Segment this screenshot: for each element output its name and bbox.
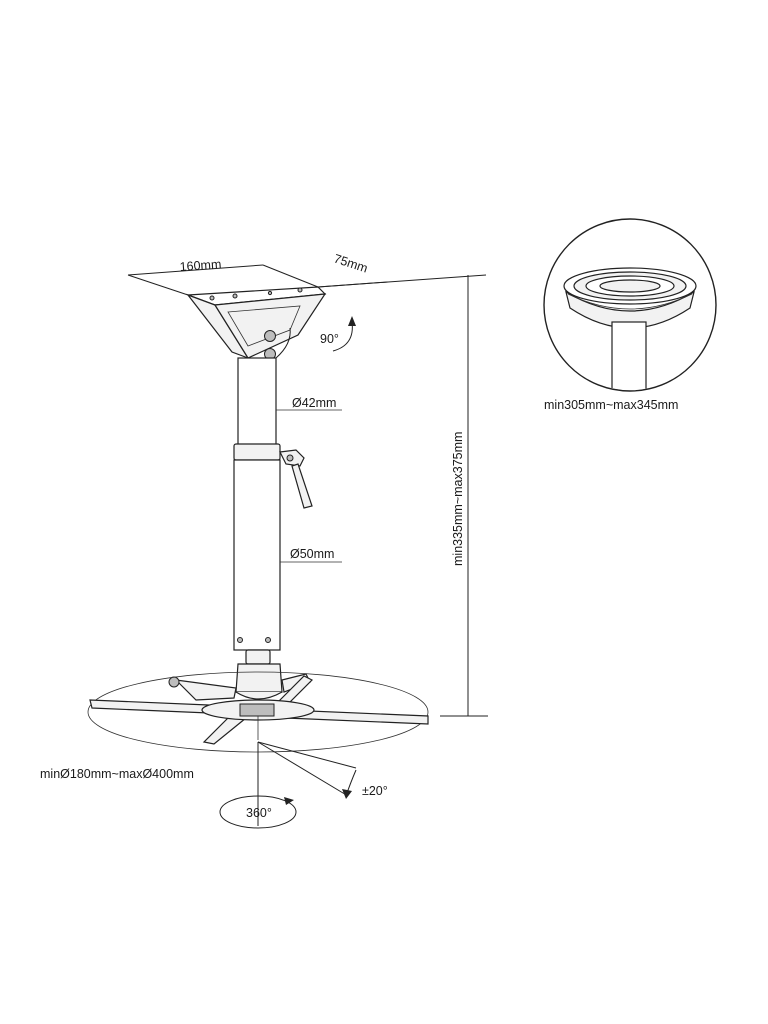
upper-tube — [237, 357, 342, 447]
angle-label: ±20° — [362, 784, 388, 798]
detail-label: min305mm~max345mm — [544, 398, 678, 412]
rotation-indicator — [219, 795, 297, 829]
ceiling-plate — [186, 286, 327, 360]
height-label: min335mm~max375mm — [451, 432, 465, 566]
swivel-head — [168, 649, 311, 701]
tilt-label: 90° — [320, 332, 339, 346]
lower-tube-label: Ø50mm — [290, 547, 334, 561]
depth-label: 75mm — [332, 252, 369, 276]
width-label: 160mm — [179, 257, 222, 274]
top-dimension-lines — [127, 264, 487, 296]
upper-tube-label: Ø42mm — [292, 396, 336, 410]
height-dimension — [440, 275, 488, 717]
detail-circle — [543, 218, 717, 392]
lower-tube — [233, 459, 342, 651]
spider-arms — [87, 671, 429, 753]
clamp-collar — [233, 443, 313, 509]
tilt-arrowhead — [348, 316, 356, 326]
rotation-label: 360° — [246, 806, 272, 820]
span-label: minØ180mm~maxØ400mm — [40, 767, 194, 781]
angle-indicator — [257, 741, 357, 826]
